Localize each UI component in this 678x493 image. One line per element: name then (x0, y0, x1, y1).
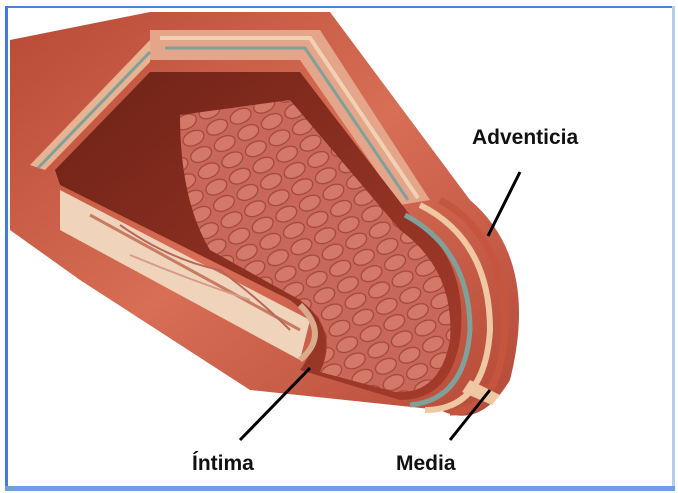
adventicia-leader-line (488, 172, 520, 236)
label-media: Media (396, 452, 456, 476)
label-intima: Íntima (192, 452, 254, 476)
label-adventicia: Adventicia (472, 126, 578, 150)
